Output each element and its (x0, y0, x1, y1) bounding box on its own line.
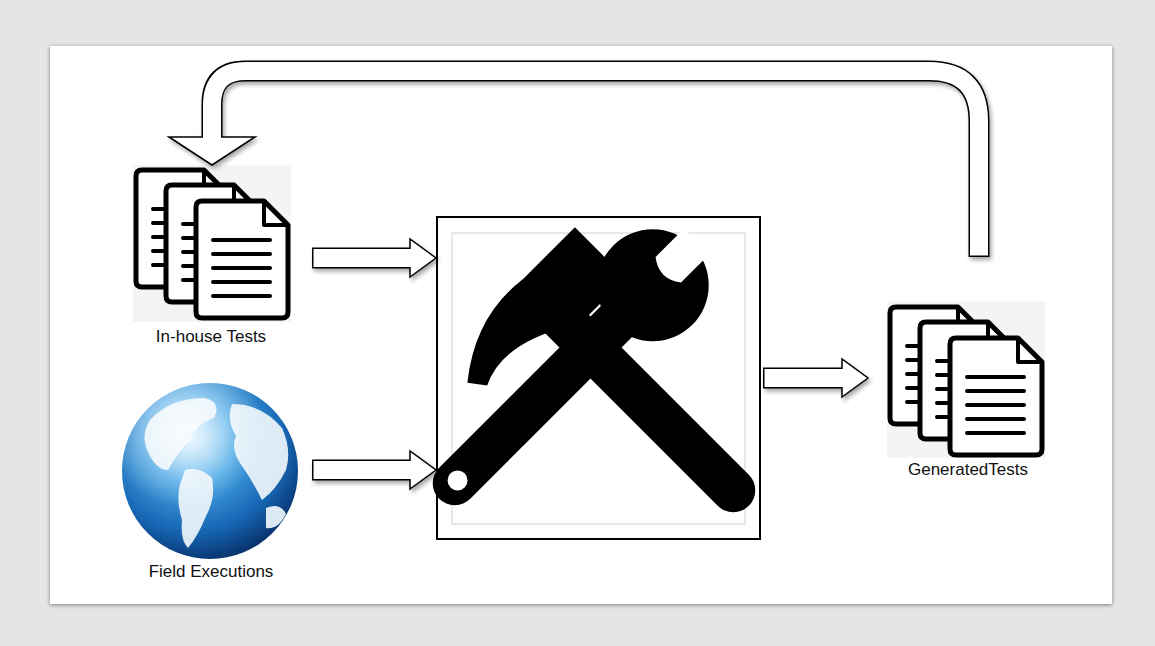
hollow-arrow (312, 239, 436, 277)
document-group: GeneratedTests (868, 257, 1068, 482)
document-stack-icon (890, 307, 1042, 455)
arrow-fill (314, 249, 413, 267)
arrow-outline (312, 248, 410, 269)
arrow-head (169, 137, 255, 165)
hollow-arrow (169, 71, 979, 257)
arrow-fill (765, 369, 845, 387)
arrow-outline (312, 460, 410, 481)
arrow-fill (212, 71, 979, 256)
node-label: Field Executions (90, 562, 332, 582)
icon-backdrop (133, 165, 291, 322)
hollow-arrow (763, 359, 868, 397)
field-source: Field Executions (110, 380, 312, 585)
arrow-fill (314, 461, 413, 479)
tool-picture (411, 202, 786, 570)
tool-box (436, 216, 761, 540)
node-label: GeneratedTests (848, 460, 1088, 480)
document-stack-icon (136, 170, 288, 318)
arrow-head (842, 359, 868, 397)
arrow-outline (212, 71, 979, 257)
node-label: In-house Tests (90, 327, 332, 347)
icon-backdrop (887, 301, 1045, 458)
arrow-outline (763, 368, 842, 389)
hollow-arrow (312, 451, 436, 489)
globe-icon (122, 383, 298, 559)
arrow-head (410, 239, 436, 277)
document-group: In-house Tests (110, 165, 312, 350)
arrow-head (410, 451, 436, 489)
